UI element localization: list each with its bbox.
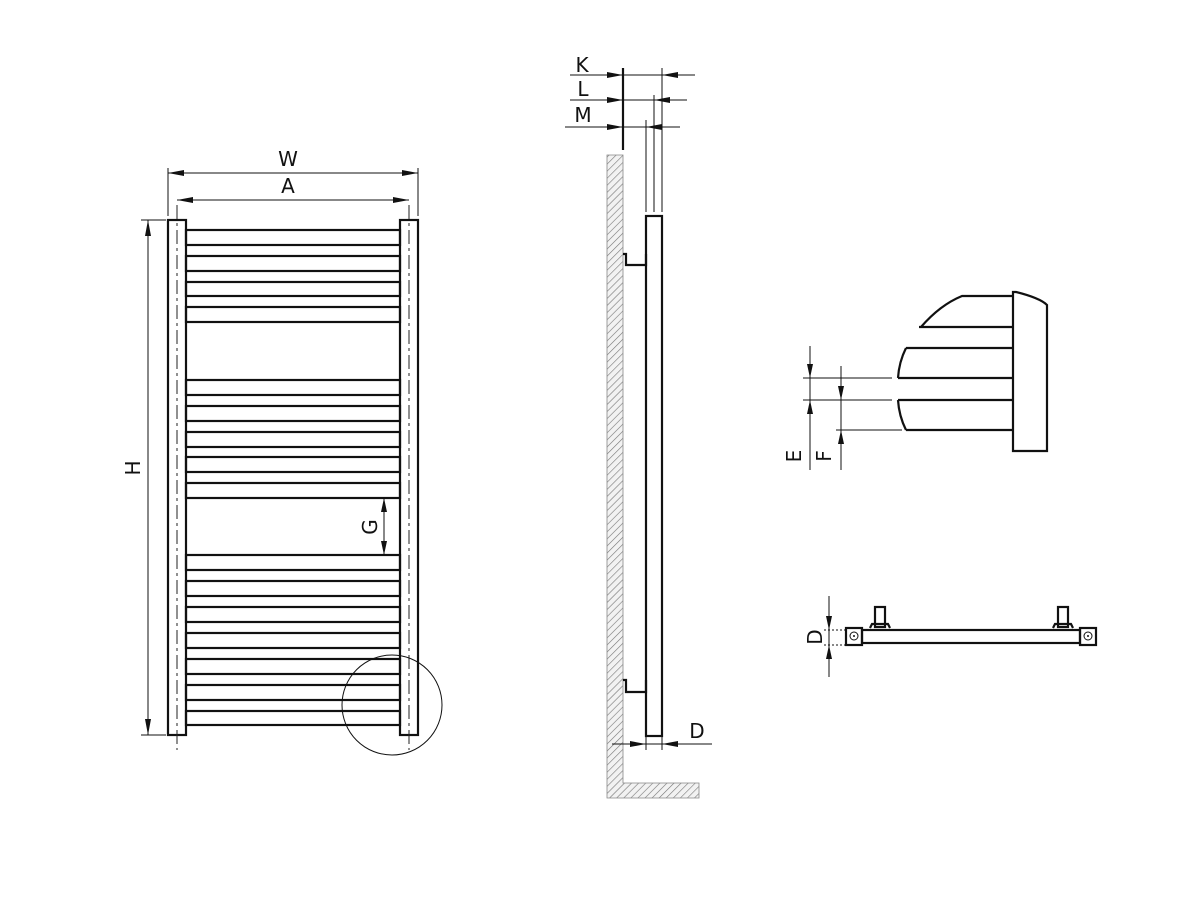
dimension-d-top: D	[803, 596, 845, 677]
dimension-h: H	[121, 219, 166, 736]
detail-bars-view: E F	[782, 290, 1049, 470]
dimension-k: K	[570, 53, 695, 78]
side-view: K L M D	[565, 53, 712, 799]
label-l: L	[577, 77, 589, 101]
bar-group-middle	[184, 378, 402, 500]
dimension-e: E	[782, 346, 892, 470]
bottom-bracket	[623, 678, 648, 694]
label-m: M	[574, 103, 591, 127]
label-h: H	[121, 460, 145, 475]
label-d-top: D	[803, 629, 827, 644]
label-a: A	[281, 174, 295, 198]
front-view: W A H G	[121, 147, 443, 756]
dimension-g: G	[358, 498, 387, 555]
label-d-side: D	[689, 719, 704, 743]
dimension-f: F	[812, 366, 902, 470]
dimension-a: A	[177, 174, 409, 203]
detail-post-cap	[1011, 290, 1049, 453]
dimension-l: L	[570, 77, 687, 103]
bar-group-bottom	[184, 553, 402, 727]
right-end-block	[1078, 626, 1098, 647]
right-valve	[1056, 605, 1070, 629]
dimension-w: W	[167, 147, 419, 216]
detail-callout-circle	[341, 654, 443, 756]
dimension-d-side: D	[612, 719, 712, 750]
dimension-m: M	[565, 103, 680, 130]
label-f: F	[812, 450, 836, 462]
label-w: W	[278, 147, 298, 171]
label-e: E	[782, 450, 806, 463]
side-column	[644, 214, 664, 738]
label-k: K	[575, 53, 589, 77]
wall-hatched	[606, 154, 700, 799]
detail-top-view: D	[803, 596, 1098, 677]
label-g: G	[358, 519, 382, 535]
top-view-bar	[860, 628, 1082, 645]
top-bracket	[623, 252, 648, 267]
bar-group-top	[184, 228, 402, 324]
left-valve	[873, 605, 887, 629]
left-end-block	[844, 626, 864, 647]
